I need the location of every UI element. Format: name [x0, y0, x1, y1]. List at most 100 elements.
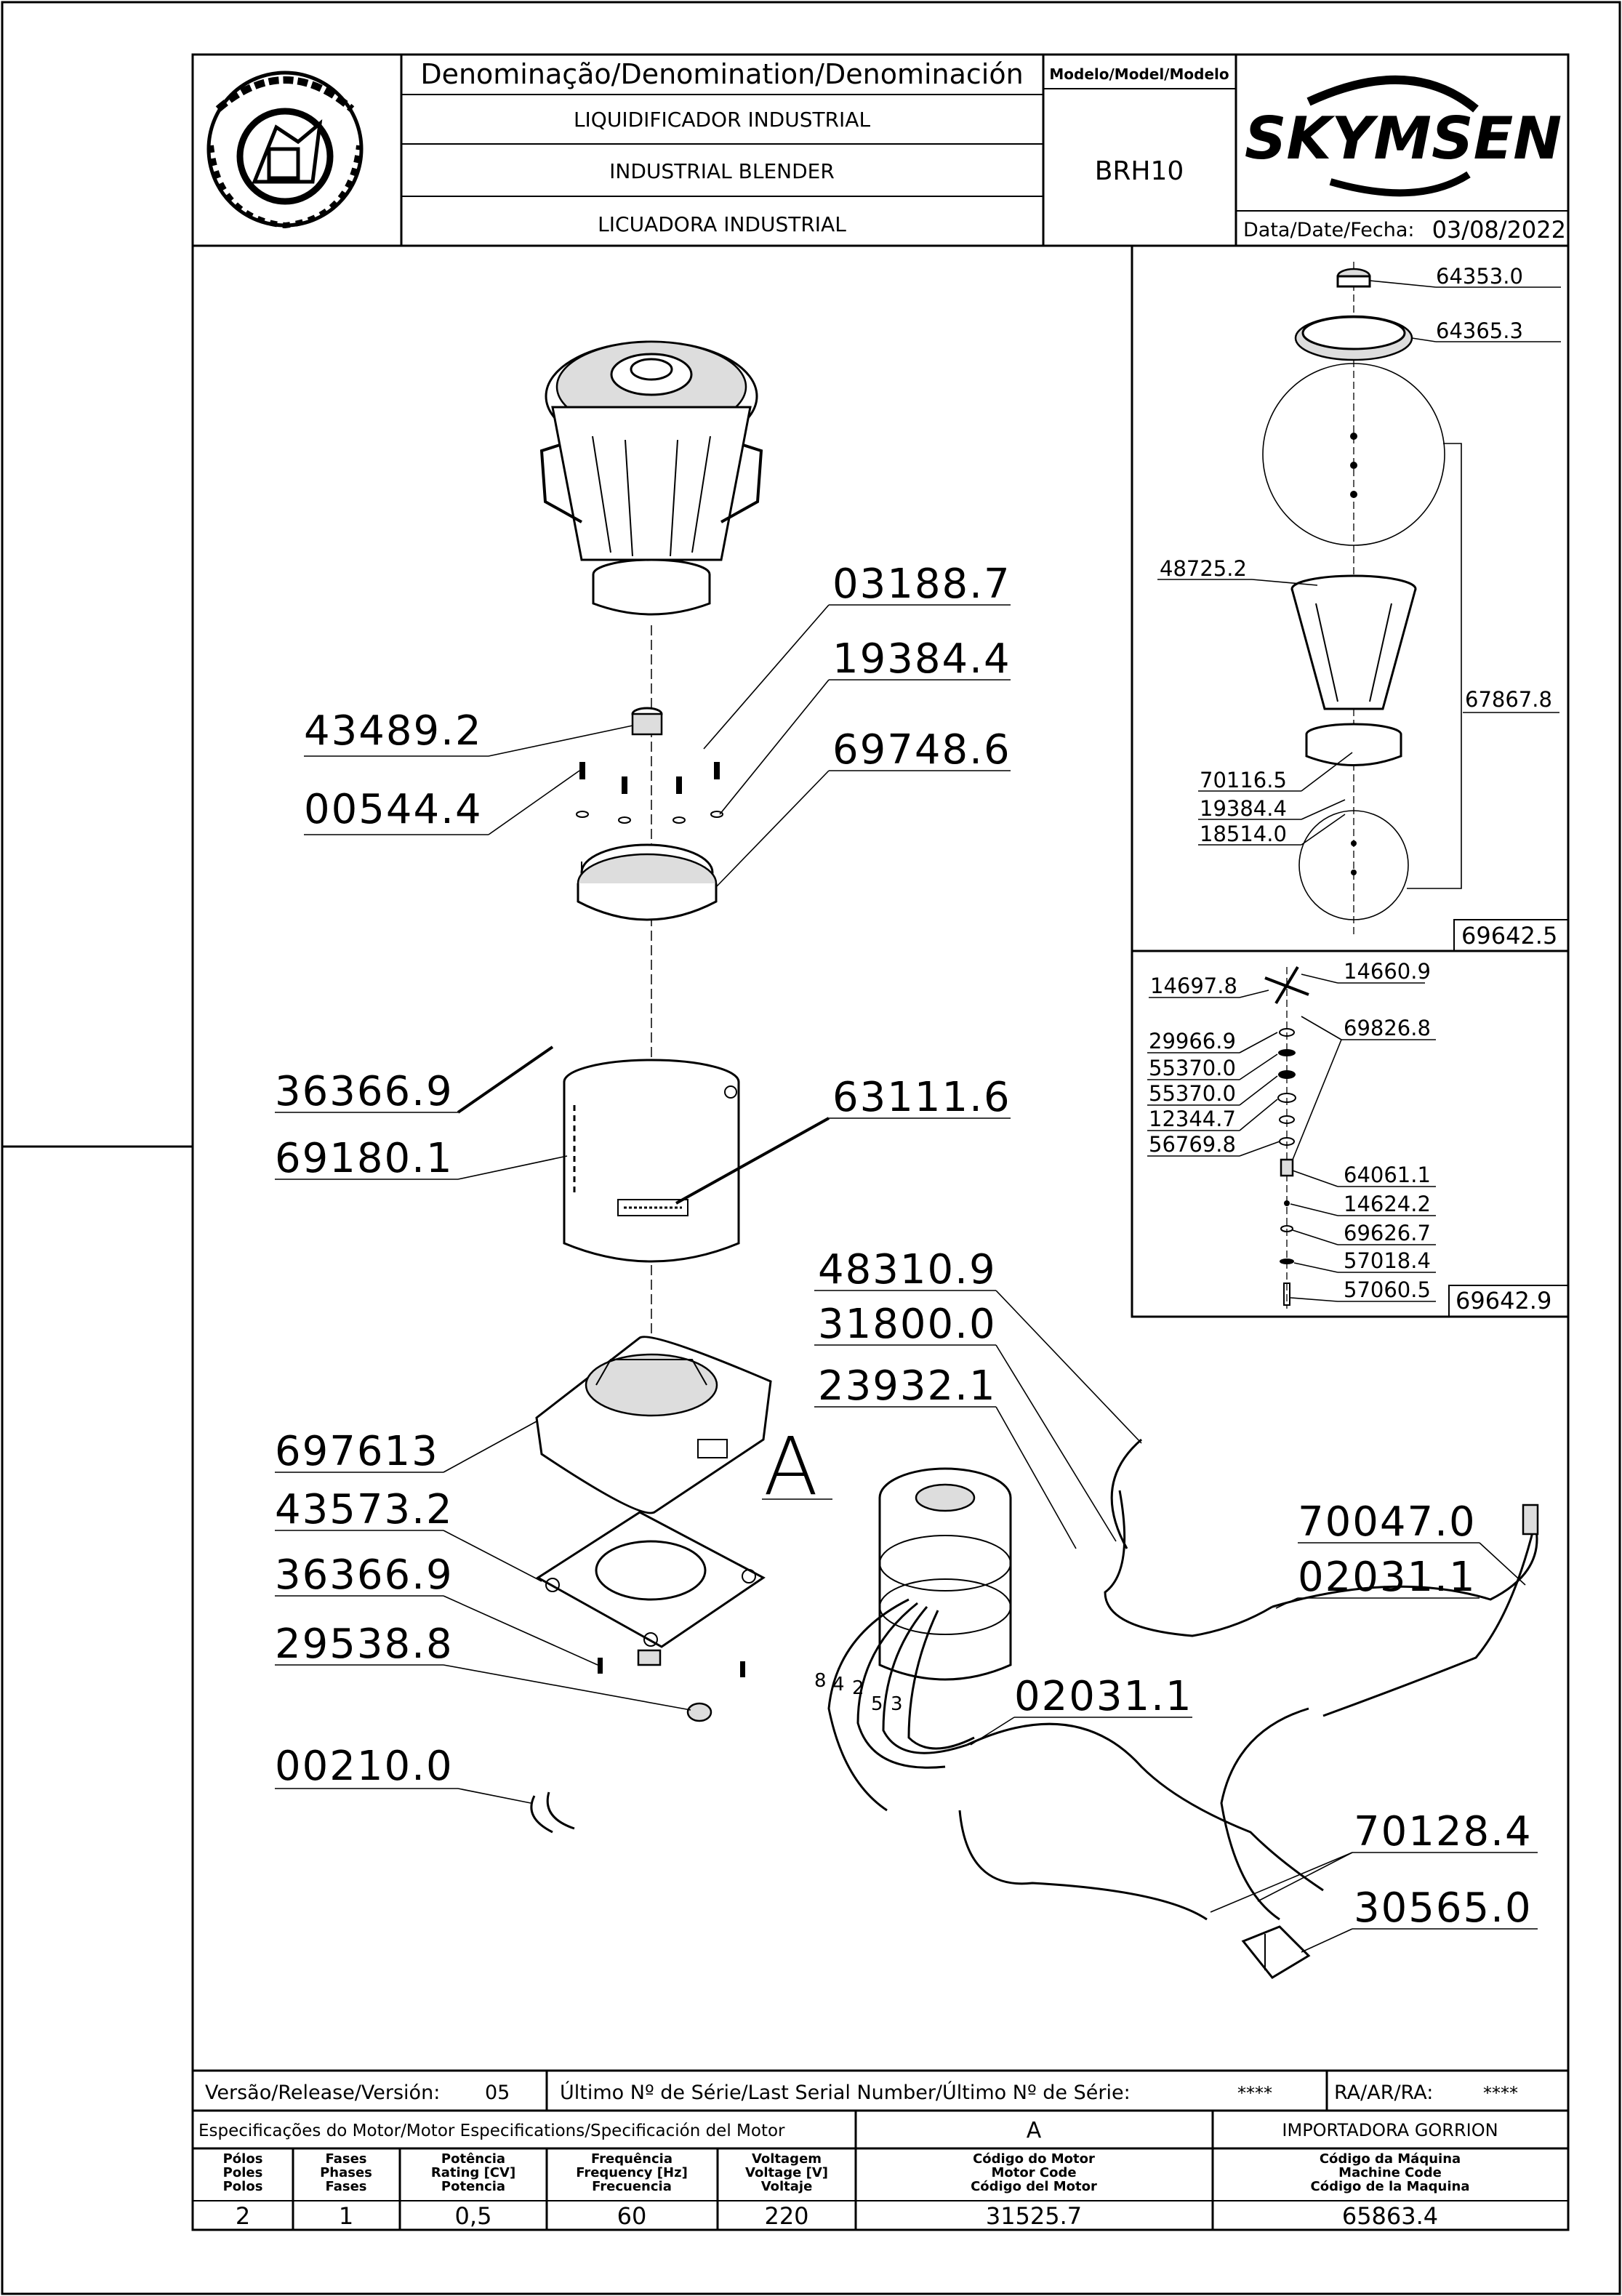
label-67867-8: 67867.8	[1465, 687, 1552, 712]
serial-label: Último Nº de Série/Last Serial Number/Úl…	[560, 2081, 1131, 2104]
label-00210-0: 00210.0	[275, 1743, 454, 1790]
svg-text:Código del Motor: Código del Motor	[971, 2179, 1097, 2194]
svg-text:60: 60	[617, 2202, 647, 2230]
label-12344-7: 12344.7	[1149, 1107, 1236, 1131]
label-69826-8: 69826.8	[1344, 1016, 1431, 1040]
serial-value: ****	[1237, 2083, 1272, 2103]
svg-text:4: 4	[832, 1674, 845, 1695]
name-en: INDUSTRIAL BLENDER	[609, 159, 835, 183]
motor	[878, 1467, 1012, 1681]
label-64353-0: 64353.0	[1436, 264, 1523, 289]
assistencia-tecnica-seal-logo	[206, 71, 364, 229]
svg-text:Código de la Maquina: Código de la Maquina	[1311, 2179, 1470, 2194]
svg-text:220: 220	[764, 2202, 808, 2230]
svg-text:Polos: Polos	[223, 2179, 263, 2194]
svg-text:Rating [CV]: Rating [CV]	[431, 2165, 515, 2180]
release-value: 05	[485, 2082, 510, 2104]
col-phases: Fases Phases Fases 1	[320, 2151, 372, 2230]
svg-text:3: 3	[891, 1693, 903, 1715]
svg-text:Potência: Potência	[441, 2151, 505, 2167]
col-poles: Pólos Poles Polos 2	[223, 2151, 263, 2230]
motor-base	[535, 1336, 772, 1514]
svg-text:Voltage [V]: Voltage [V]	[745, 2165, 828, 2180]
model-title: Modelo/Model/Modelo	[1049, 65, 1229, 83]
label-18514-0: 18514.0	[1200, 822, 1287, 846]
svg-text:Phases: Phases	[320, 2165, 372, 2180]
label-63111-6: 63111.6	[832, 1074, 1011, 1121]
date-value: 03/08/2022	[1432, 216, 1566, 244]
col-motor-code: Código do Motor Motor Code Código del Mo…	[971, 2151, 1097, 2230]
label-19384-4-inset: 19384.4	[1200, 796, 1287, 821]
label-view-a: A	[763, 1420, 818, 1513]
label-57018-4: 57018.4	[1344, 1248, 1431, 1273]
svg-text:8: 8	[814, 1670, 827, 1692]
col-rating: Potência Rating [CV] Potencia 0,5	[431, 2151, 515, 2230]
label-14660-9: 14660.9	[1344, 959, 1431, 984]
label-48310-9: 48310.9	[818, 1246, 997, 1293]
release-label: Versão/Release/Versión:	[205, 2082, 440, 2104]
label-36366-9-b: 36366.9	[275, 1552, 454, 1599]
svg-text:1: 1	[339, 2202, 353, 2230]
blender-jar	[539, 340, 763, 616]
svg-text:5: 5	[871, 1693, 883, 1715]
label-70047-0: 70047.0	[1298, 1498, 1477, 1546]
svg-text:Fases: Fases	[325, 2179, 366, 2194]
main-callouts: 03188.7 19384.4 69748.6 43489.2 00544.4 …	[275, 561, 1538, 1953]
label-14697-8: 14697.8	[1150, 974, 1237, 998]
label-43489-2: 43489.2	[304, 707, 483, 755]
svg-text:Pólos: Pólos	[223, 2151, 263, 2167]
motor-class: A	[1027, 2118, 1042, 2143]
coupling	[631, 707, 663, 736]
ra-value: ****	[1483, 2083, 1518, 2103]
svg-text:Código da Máquina: Código da Máquina	[1320, 2151, 1461, 2167]
svg-text:Motor Code: Motor Code	[991, 2165, 1076, 2180]
label-55370-0-a: 55370.0	[1149, 1056, 1236, 1080]
title-block: Denominação/Denomination/Denominación LI…	[193, 55, 1568, 247]
label-14624-2: 14624.2	[1344, 1192, 1431, 1216]
svg-text:Frequência: Frequência	[591, 2151, 673, 2167]
inset-top-drawing	[1262, 262, 1462, 938]
inset-bottom-drawing	[1264, 966, 1309, 1309]
label-03188-7: 03188.7	[832, 561, 1011, 608]
label-23932-1: 23932.1	[818, 1362, 997, 1410]
motor-spec-label: Especificações do Motor/Motor Especifica…	[198, 2122, 785, 2140]
label-48725-2: 48725.2	[1160, 556, 1247, 581]
inset-bottom-code: 69642.9	[1456, 1287, 1551, 1314]
svg-text:2: 2	[236, 2202, 250, 2230]
bottom-plate	[536, 1511, 766, 1666]
svg-text:0,5: 0,5	[455, 2202, 492, 2230]
svg-text:Código do Motor: Código do Motor	[973, 2151, 1095, 2167]
date-label: Data/Date/Fecha:	[1243, 219, 1414, 241]
ra-label: RA/AR/RA:	[1334, 2082, 1433, 2104]
label-29966-9: 29966.9	[1149, 1029, 1236, 1053]
base-cover	[577, 843, 718, 921]
housing-tube	[563, 1059, 740, 1263]
label-70116-5: 70116.5	[1200, 768, 1287, 792]
name-pt: LIQUIDIFICADOR INDUSTRIAL	[574, 108, 870, 132]
label-43573-2: 43573.2	[275, 1486, 454, 1533]
svg-text:31525.7: 31525.7	[986, 2202, 1082, 2230]
label-69180-1: 69180.1	[275, 1135, 454, 1182]
svg-text:2: 2	[852, 1677, 864, 1699]
label-56769-8: 56769.8	[1149, 1132, 1236, 1157]
label-55370-0-b: 55370.0	[1149, 1081, 1236, 1106]
label-30565-0: 30565.0	[1354, 1884, 1533, 1932]
svg-text:Poles: Poles	[223, 2165, 263, 2180]
svg-text:Voltaje: Voltaje	[761, 2179, 813, 2194]
label-36366-9-a: 36366.9	[275, 1068, 454, 1115]
inset-top-code: 69642.5	[1461, 922, 1557, 950]
importer: IMPORTADORA GORRION	[1282, 2120, 1498, 2140]
svg-text:Voltagem: Voltagem	[752, 2151, 822, 2167]
foot	[686, 1702, 712, 1722]
label-29538-8: 29538.8	[275, 1621, 454, 1668]
svg-text:Frequency [Hz]: Frequency [Hz]	[576, 2165, 688, 2180]
svg-text:SKYMSEN: SKYMSEN	[1245, 105, 1562, 172]
svg-text:Frecuencia: Frecuencia	[592, 2179, 672, 2194]
inset-frame-bottom	[1131, 950, 1570, 1318]
spring-clip	[530, 1791, 575, 1834]
label-02031-1-b: 02031.1	[1014, 1673, 1193, 1720]
svg-text:65863.4: 65863.4	[1342, 2202, 1438, 2230]
screws-bottom	[598, 1658, 745, 1677]
